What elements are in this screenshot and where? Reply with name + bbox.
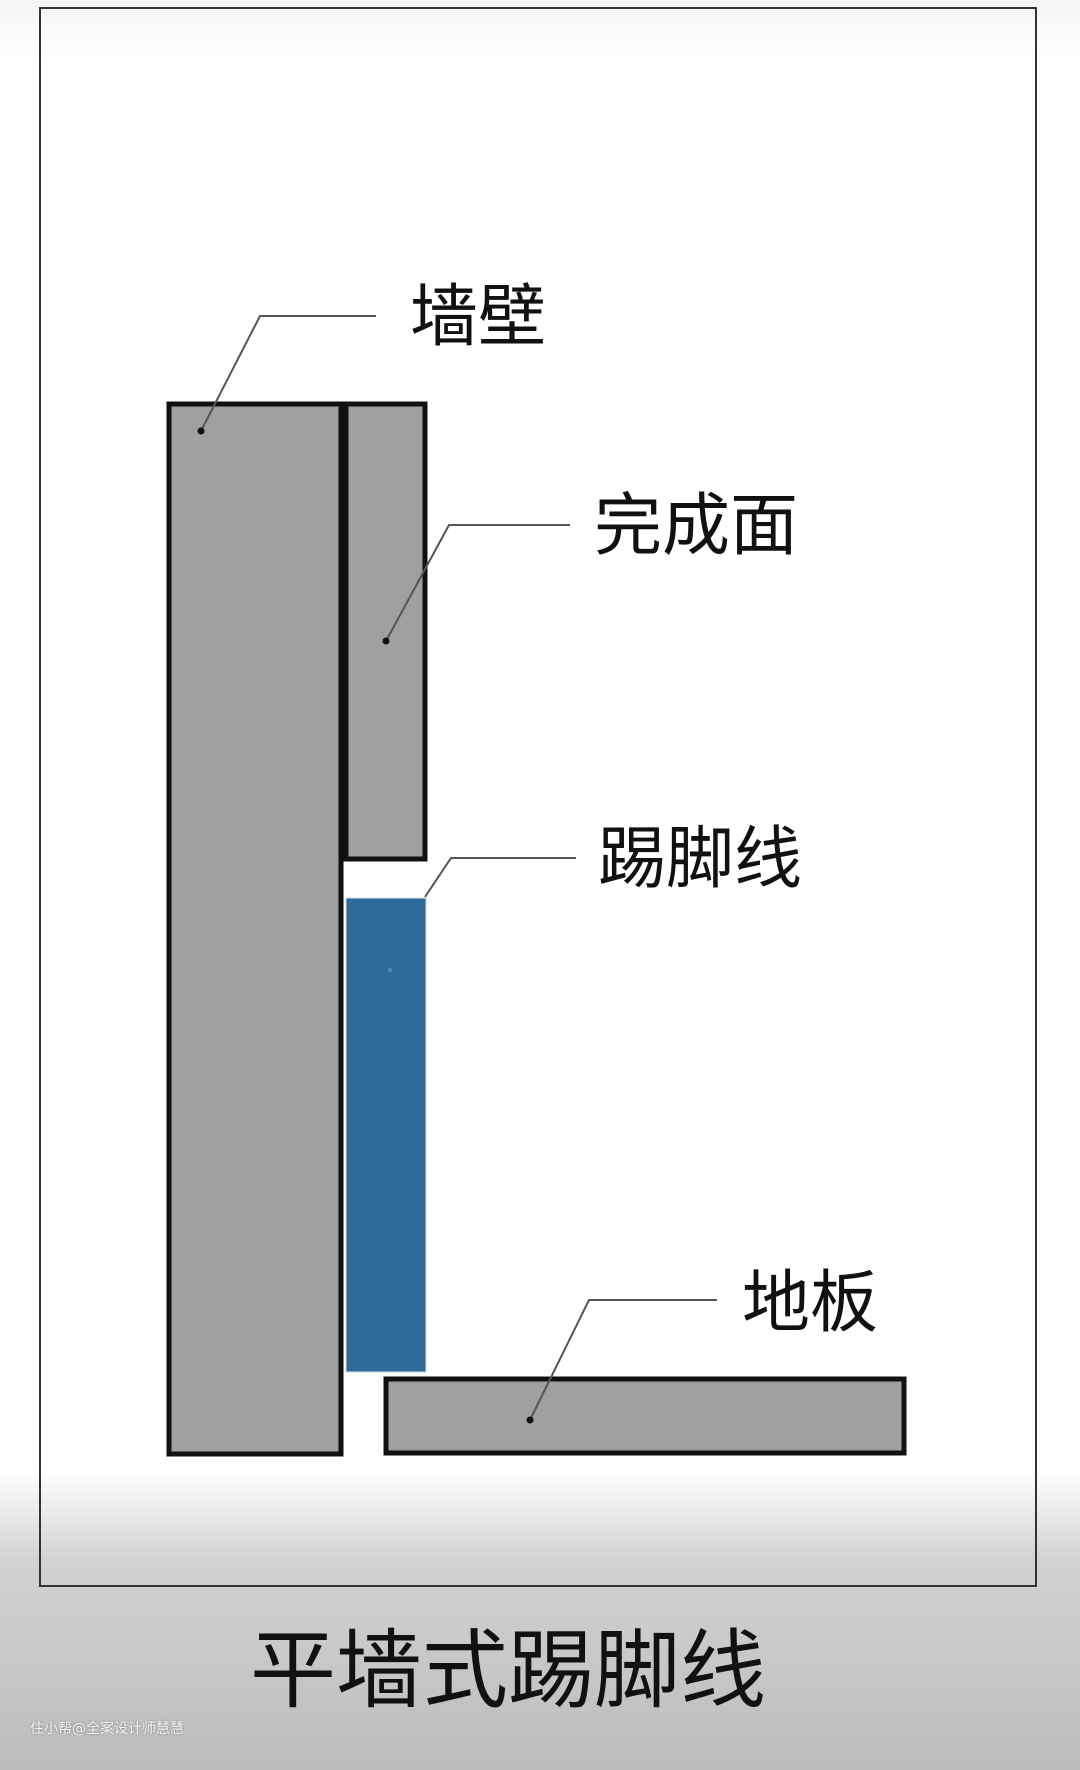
finish-leader-line bbox=[385, 524, 570, 642]
floor-leader-dot bbox=[526, 1416, 534, 1424]
wall-leader-dot bbox=[197, 427, 205, 435]
finish-leader-dot bbox=[382, 637, 390, 645]
label-wall: 墙壁 bbox=[410, 278, 546, 357]
wall-block bbox=[166, 401, 344, 1457]
floor-leader-line bbox=[529, 1299, 717, 1421]
label-skirting: 踢脚线 bbox=[598, 820, 802, 899]
floor-block bbox=[383, 1376, 907, 1456]
diagram-title: 平墙式踢脚线 bbox=[250, 1621, 766, 1721]
finish-surface-block bbox=[343, 401, 428, 862]
wall-leader-line bbox=[200, 315, 376, 432]
label-floor: 地板 bbox=[742, 1264, 878, 1343]
watermark: 住小帮@全案设计师慧慧 bbox=[30, 1721, 184, 1737]
outer-frame bbox=[39, 7, 1037, 1587]
label-finish-surface: 完成面 bbox=[594, 487, 798, 566]
skirting-leader-dot bbox=[388, 968, 392, 972]
skirting-block bbox=[345, 897, 427, 1373]
skirting-leader-line bbox=[424, 857, 576, 898]
